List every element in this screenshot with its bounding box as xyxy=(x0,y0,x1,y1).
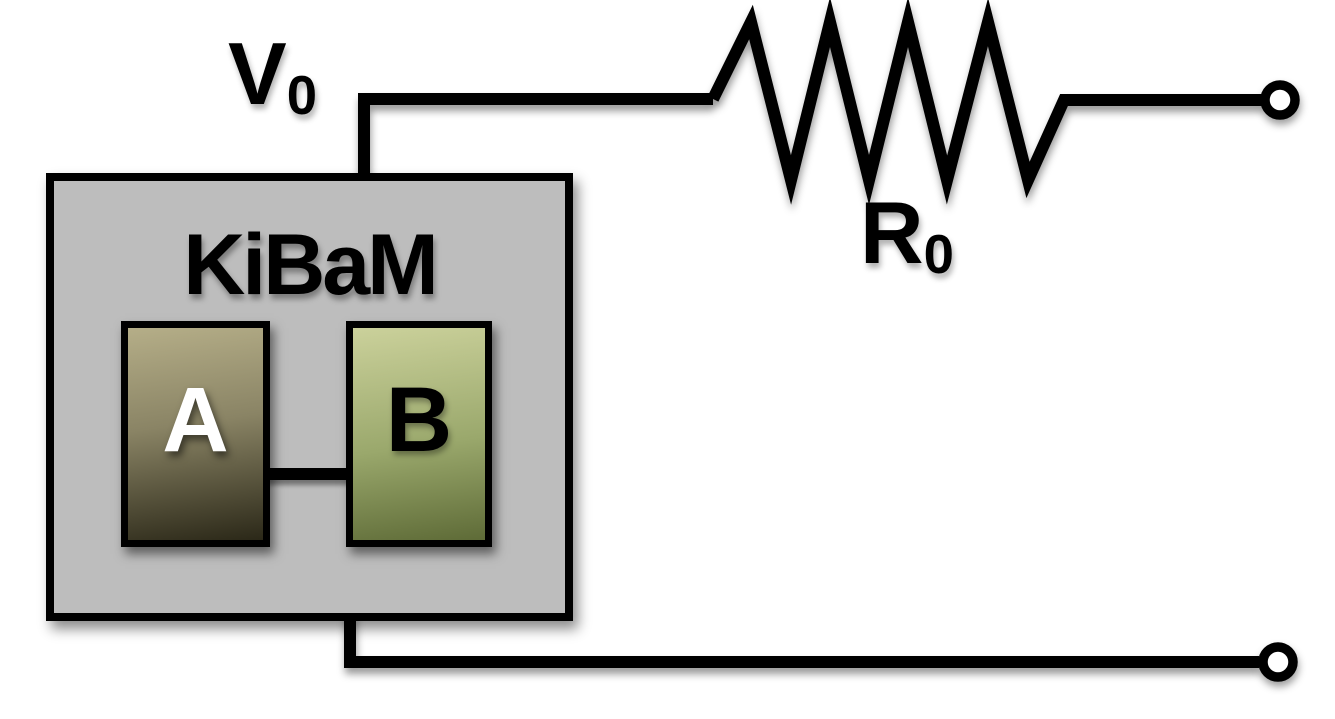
tank-b-label: B xyxy=(385,369,453,471)
resistor-label-base: R xyxy=(860,183,924,282)
tank-b: B xyxy=(346,321,492,547)
terminal-top-circle-icon xyxy=(1260,80,1300,120)
resistor-icon xyxy=(707,0,1262,206)
tank-a: A xyxy=(121,321,270,547)
tank-connector-pipe xyxy=(265,468,355,480)
voltage-label-base: V xyxy=(228,24,287,123)
top-wire xyxy=(358,93,713,182)
bottom-wire xyxy=(344,612,1259,668)
kibam-title: KiBaM xyxy=(183,217,439,313)
voltage-label-subscript: 0 xyxy=(286,64,318,126)
resistor-label: R0 xyxy=(860,189,954,282)
voltage-label: V0 xyxy=(228,30,317,123)
resistor-label-subscript: 0 xyxy=(923,223,954,285)
tank-a-label: A xyxy=(162,369,229,471)
terminal-bottom-circle-icon xyxy=(1258,642,1298,682)
